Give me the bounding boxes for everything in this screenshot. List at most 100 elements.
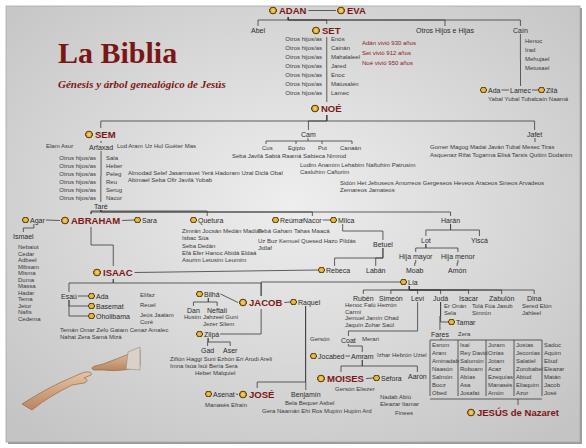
- person-name: Esaú: [60, 292, 78, 300]
- person-name: Otros Hijos e Hijas: [415, 26, 475, 34]
- name-list: Henoc Falú Hezrón Carmi: [345, 302, 410, 315]
- spouse-name: Quetura: [190, 216, 224, 224]
- family-line: [91, 227, 113, 266]
- person-label: Nacor: [303, 217, 322, 224]
- patriarch-name: MOISES: [316, 372, 366, 385]
- name-list: Acaz: [488, 366, 501, 373]
- name-list: Abiud: [516, 374, 531, 381]
- name-list: Otros hijos/as: [270, 72, 322, 79]
- person-label: Caín: [513, 27, 528, 34]
- family-line: [323, 220, 330, 221]
- person-label: Séfora: [381, 375, 402, 382]
- person-name: Dina: [526, 294, 542, 302]
- family-line: [101, 115, 327, 128]
- person-label: Zilá: [546, 87, 557, 94]
- person-label: SEM: [95, 129, 116, 140]
- name-list: Imna Isúa Isúi Bería Sera: [170, 363, 238, 370]
- person-name: Dan: [186, 306, 201, 314]
- family-line: [308, 10, 336, 11]
- family-line: [258, 17, 288, 26]
- name-list: Reu: [106, 179, 117, 186]
- spouse-name: Milca: [330, 216, 355, 224]
- spouse-name: Oholibama: [88, 312, 131, 320]
- note: Noé vivió 950 años: [362, 60, 462, 67]
- name-list: Lamec: [331, 90, 349, 97]
- name-list: Joram: [488, 342, 505, 349]
- name-list: Jahzeel Guni Jezer Silem: [203, 314, 248, 327]
- family-line: [345, 356, 350, 357]
- family-line: [135, 270, 318, 273]
- spouse-name: Lía: [400, 278, 419, 286]
- person-label: ISAAC: [103, 267, 133, 278]
- person-label: Abel: [251, 27, 265, 34]
- person-name: Judá: [432, 294, 449, 302]
- person-label: Judá: [433, 295, 448, 302]
- name-list: Canaán: [340, 145, 361, 152]
- creation-hands: [22, 347, 140, 410]
- spouse-name: Sara: [134, 216, 158, 224]
- name-list: Zera: [458, 331, 470, 338]
- person-label: Lot: [421, 237, 431, 244]
- person-name: Amram: [350, 352, 375, 360]
- name-list: Manasés: [488, 382, 512, 389]
- name-list: Uz Buz Kemuel Quesed Hazo Pildás Jidlaf: [258, 238, 368, 251]
- name-list: Mehujael: [525, 56, 549, 63]
- person-label: Agar: [30, 217, 45, 224]
- name-list: Jeconías: [516, 350, 540, 357]
- spouse-name: Bilhá: [196, 290, 221, 298]
- person-label: Raquel: [298, 299, 320, 306]
- person-label: Arfaxad: [89, 144, 113, 151]
- person-label: Asenat: [213, 391, 235, 398]
- spouse-name: Asenat: [205, 390, 236, 398]
- family-line: [341, 360, 362, 372]
- family-line: [69, 300, 88, 306]
- person-name: Harán: [440, 216, 461, 224]
- family-line: [426, 224, 451, 236]
- person-name: Lot: [420, 236, 432, 244]
- person-label: Tamar: [456, 319, 475, 326]
- name-list: Merari: [362, 336, 379, 343]
- name-list: Cedema: [18, 316, 41, 323]
- name-list: Roboam: [460, 366, 483, 373]
- person-label: JACOB: [249, 297, 282, 308]
- subtitle: Génesis y árbol genealógico de Jesús: [58, 78, 226, 90]
- person-label: Cam: [301, 131, 316, 138]
- person-label: ADAN: [279, 5, 306, 16]
- name-list: Tema: [18, 296, 33, 303]
- person-label: Zabulón: [489, 295, 514, 302]
- spouse-name: Ada: [88, 292, 109, 300]
- family-line: [208, 298, 217, 306]
- name-list: Mibsam: [18, 264, 39, 271]
- family-line: [257, 306, 305, 388]
- name-list: Otros hijos/as: [270, 54, 322, 61]
- person-label: SET: [322, 25, 340, 36]
- name-list: Salomón: [460, 358, 484, 365]
- family-line: [69, 279, 113, 292]
- name-list: Matusalén: [331, 81, 359, 88]
- person-name: Betuel: [372, 240, 394, 248]
- family-line: [69, 300, 88, 316]
- name-list: Enoc: [331, 72, 345, 79]
- family-line: [327, 115, 535, 130]
- person-label: Jafet: [527, 131, 542, 138]
- person-label: MOISES: [327, 373, 364, 384]
- person-name: Neftalí: [206, 306, 228, 314]
- person-label: Otros Hijos e Hijas: [416, 27, 474, 34]
- person-label: Amram: [351, 353, 374, 360]
- name-list: Hadar: [18, 290, 34, 297]
- name-list: Irad: [525, 47, 535, 54]
- person-label: Quetura: [198, 217, 223, 224]
- spouse-name: Basemat: [88, 302, 125, 310]
- person-label: Lía: [408, 279, 418, 286]
- family-line: [348, 344, 362, 352]
- name-list: Otros hijos/as: [44, 195, 96, 202]
- name-list: Metusael: [525, 65, 549, 72]
- note: Adán vivió 930 años: [362, 40, 462, 47]
- patriarch-name: JOSÉ: [238, 388, 276, 401]
- name-list: Jemuel Jamín Ohad Jaquín Zohar Saúl: [345, 315, 410, 328]
- name-list: Elam Asur: [46, 143, 73, 150]
- person-name: Benjamín: [290, 390, 322, 398]
- person-label: Rebeca: [326, 267, 350, 274]
- name-list: Matán: [544, 374, 561, 381]
- family-line: [326, 37, 327, 102]
